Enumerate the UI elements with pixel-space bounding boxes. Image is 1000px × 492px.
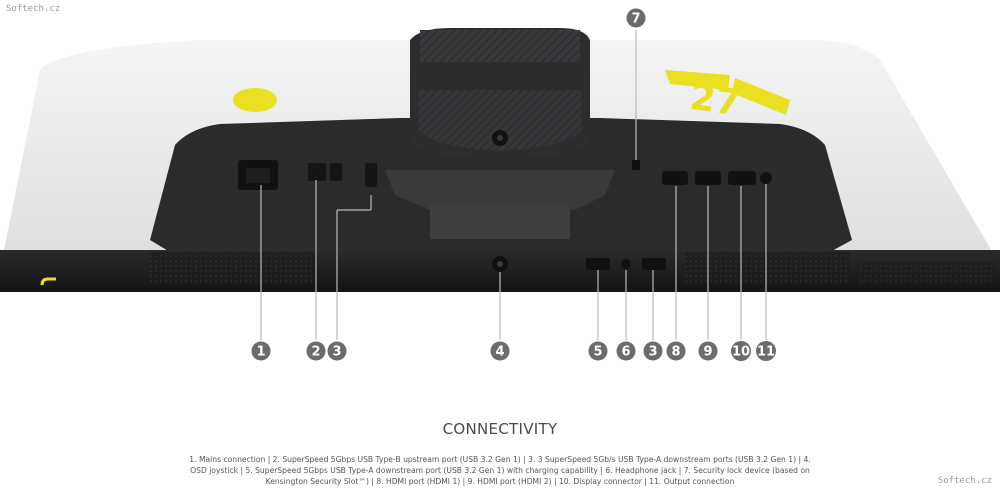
usb-a-port-left xyxy=(330,163,342,181)
callout-circle xyxy=(306,341,326,361)
callout-4: 4 xyxy=(490,341,510,361)
callout-circle xyxy=(756,341,776,361)
callout-number: 5 xyxy=(593,345,602,360)
callout-8: 8 xyxy=(666,341,686,361)
callout-circle xyxy=(251,341,271,361)
callout-circle xyxy=(490,341,510,361)
headphone-jack xyxy=(621,259,631,269)
security-slot xyxy=(632,160,640,170)
callout-circle xyxy=(626,8,646,28)
callout-11: 11 xyxy=(756,341,776,361)
leader-lines xyxy=(260,30,767,340)
callout-5: 5 xyxy=(588,341,608,361)
callout-circle xyxy=(731,341,751,361)
callout-circle xyxy=(666,341,686,361)
displayport-port xyxy=(728,171,756,185)
callout-circle xyxy=(616,341,636,361)
alienware-logo xyxy=(233,88,277,112)
callout-1: 1 xyxy=(251,341,271,361)
callout-number: 10 xyxy=(732,345,750,360)
callout-circle xyxy=(327,341,347,361)
callout-number: 4 xyxy=(495,345,504,360)
usb-b-port xyxy=(308,163,326,181)
callout-number: 3 xyxy=(648,345,657,360)
callout-number: 11 xyxy=(757,345,775,360)
callout-circle xyxy=(643,341,663,361)
callout-number: 1 xyxy=(256,345,265,360)
watermark-bottom: Softech.cz xyxy=(937,476,992,486)
callout-number: 3 xyxy=(332,345,341,360)
callout-2: 2 xyxy=(306,341,326,361)
callout-number: 8 xyxy=(671,345,680,360)
hdmi-2-port xyxy=(695,171,721,185)
power-indicator xyxy=(40,277,56,286)
callout-6: 6 xyxy=(616,341,636,361)
hdmi-1-port xyxy=(662,171,688,185)
callout-12: 7 xyxy=(626,8,646,28)
callout-number: 2 xyxy=(311,345,320,360)
callout-number: 6 xyxy=(621,345,630,360)
callout-7: 3 xyxy=(643,341,663,361)
audio-out-port xyxy=(760,172,772,184)
callout-circle xyxy=(588,341,608,361)
product-badge: 27 xyxy=(687,77,742,125)
usb-charging-port xyxy=(586,258,610,270)
usb-a-port-left-2 xyxy=(365,163,377,187)
callout-circle xyxy=(698,341,718,361)
legend-text: 1. Mains connection | 2. SuperSpeed 5Gbp… xyxy=(189,455,811,486)
callout-number: 9 xyxy=(703,345,712,360)
watermark-top: Softech.cz xyxy=(6,4,61,14)
callout-10: 10 xyxy=(731,341,751,361)
callout-3: 3 xyxy=(327,341,347,361)
usb-a-port-bottom xyxy=(642,258,666,270)
callout-9: 9 xyxy=(698,341,718,361)
section-title: CONNECTIVITY xyxy=(442,420,558,438)
callout-number: 7 xyxy=(631,12,640,27)
